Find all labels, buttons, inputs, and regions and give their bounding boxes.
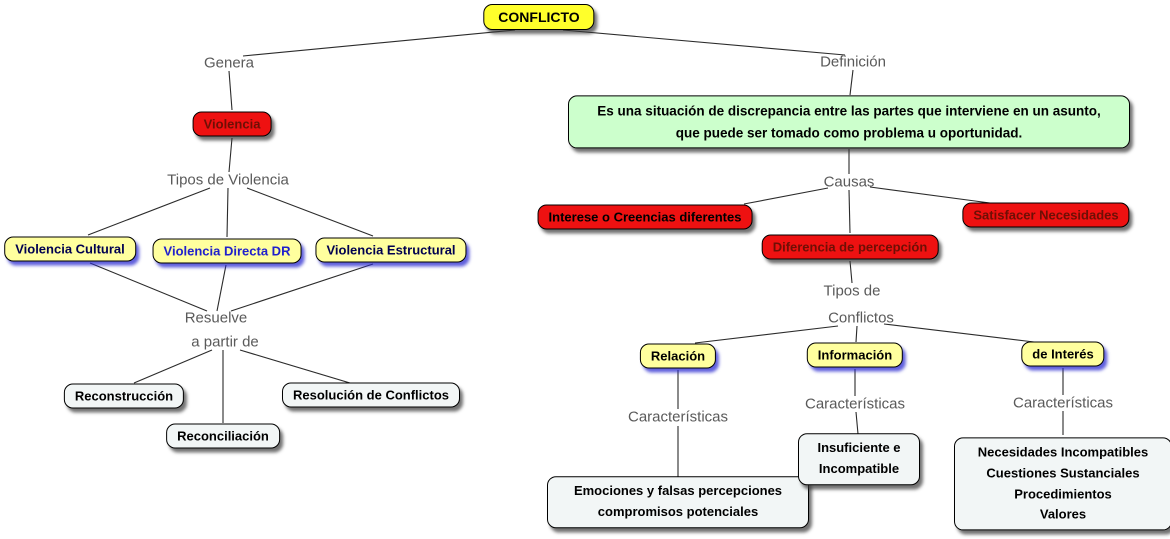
connector-line bbox=[87, 187, 211, 236]
insuficiente-line-1: Insuficiente e bbox=[817, 440, 901, 456]
connector-line bbox=[694, 325, 839, 344]
link-conflictos: Conflictos bbox=[828, 309, 894, 327]
node-diferencia-de-percepcion[interactable]: Diferencia de percepción bbox=[761, 234, 939, 260]
connector-line bbox=[855, 411, 859, 435]
emociones-line-2: compromisos potenciales bbox=[597, 504, 759, 519]
necesidades-line-4: Valores bbox=[1039, 506, 1087, 522]
node-satisfacer-necesidades[interactable]: Satisfacer Necesidades bbox=[962, 202, 1130, 228]
connector-line bbox=[855, 325, 858, 343]
connector-line bbox=[869, 186, 991, 204]
necesidades-line-3: Procedimientos bbox=[1014, 486, 1112, 501]
node-conflicto[interactable]: CONFLICTO bbox=[483, 4, 595, 30]
connector-line bbox=[242, 29, 516, 57]
connector-line bbox=[848, 189, 851, 234]
node-de-interes[interactable]: de Interés bbox=[1021, 341, 1105, 367]
node-insuficiente[interactable]: Insuficiente e Incompatible bbox=[798, 433, 920, 485]
node-violencia-estructural[interactable]: Violencia Estructural bbox=[315, 237, 467, 263]
connector-line bbox=[226, 187, 229, 238]
node-violencia-directa[interactable]: Violencia Directa DR bbox=[152, 238, 302, 264]
node-relacion[interactable]: Relación bbox=[639, 343, 717, 369]
connector-line bbox=[133, 349, 213, 384]
node-violencia[interactable]: Violencia bbox=[192, 111, 272, 137]
node-violencia-cultural[interactable]: Violencia Cultural bbox=[4, 236, 136, 262]
link-caracteristicas-interes: Características bbox=[1012, 394, 1114, 412]
node-definicion-texto[interactable]: Es una situación de discrepancia entre l… bbox=[568, 95, 1130, 149]
link-causas: Causas bbox=[823, 173, 875, 191]
node-informacion[interactable]: Información bbox=[806, 342, 904, 368]
necesidades-line-2: Cuestiones Sustanciales bbox=[986, 465, 1140, 481]
insuficiente-line-2: Incompatible bbox=[818, 461, 900, 476]
link-tipos-de: Tipos de bbox=[823, 282, 881, 300]
connector-line bbox=[228, 70, 233, 111]
node-reconciliacion[interactable]: Reconciliación bbox=[166, 423, 280, 449]
node-resolucion-de-conflictos[interactable]: Resolución de Conflictos bbox=[281, 382, 461, 408]
connector-line bbox=[89, 262, 208, 312]
connector-line bbox=[562, 29, 846, 56]
link-a-partir-de: a partir de bbox=[191, 333, 259, 351]
link-caracteristicas-informacion: Características bbox=[804, 395, 906, 413]
connector-line bbox=[849, 260, 853, 284]
emociones-line-1: Emociones y falsas percepciones bbox=[573, 483, 783, 499]
connector-line bbox=[228, 137, 233, 173]
link-genera: Genera bbox=[203, 54, 255, 72]
connector-line bbox=[216, 264, 227, 312]
link-tipos-de-violencia: Tipos de Violencia bbox=[167, 171, 289, 189]
connector-line bbox=[743, 187, 829, 205]
definicion-line-1: Es una situación de discrepancia entre l… bbox=[597, 103, 1101, 119]
link-definicion: Definición bbox=[820, 53, 886, 71]
necesidades-line-1: Necesidades Incompatibles bbox=[977, 444, 1149, 460]
connector-line bbox=[883, 323, 1035, 343]
link-resuelve: Resuelve bbox=[184, 309, 248, 327]
connector-line bbox=[246, 187, 374, 237]
node-necesidades[interactable]: Necesidades Incompatibles Cuestiones Sus… bbox=[954, 437, 1170, 531]
node-interese-o-creencias[interactable]: Interese o Creencias diferentes bbox=[537, 204, 753, 230]
definicion-line-2: que puede ser tomado como problema u opo… bbox=[675, 125, 1023, 140]
link-caracteristicas-relacion: Características bbox=[627, 408, 729, 426]
connector-line bbox=[849, 69, 854, 96]
node-emociones[interactable]: Emociones y falsas percepciones compromi… bbox=[547, 476, 809, 528]
connector-line bbox=[239, 349, 351, 384]
connector-line bbox=[230, 263, 374, 312]
node-reconstruccion[interactable]: Reconstrucción bbox=[63, 383, 185, 409]
